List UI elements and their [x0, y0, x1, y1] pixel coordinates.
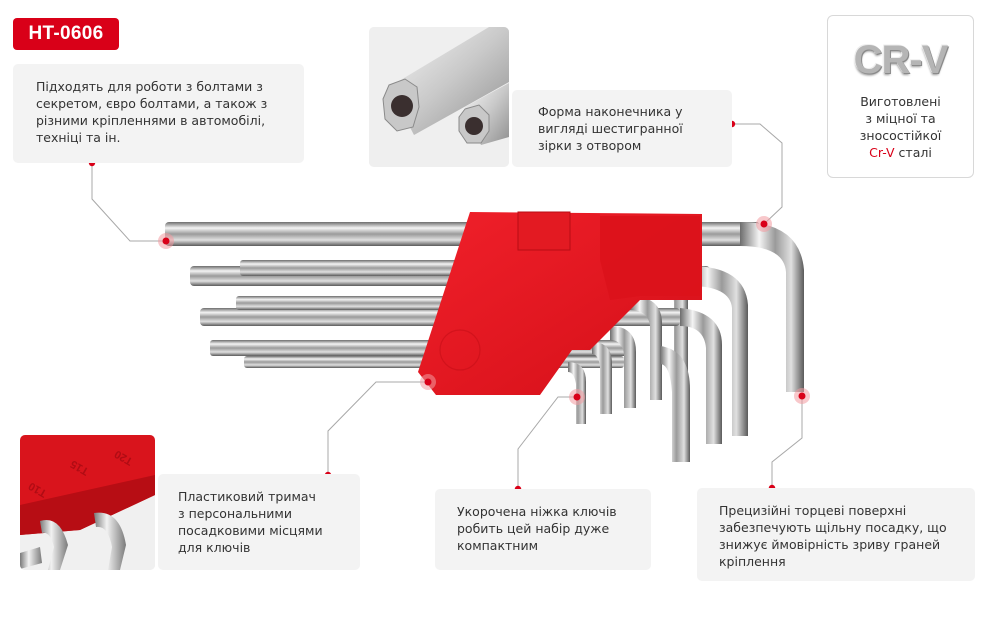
plastic-holder — [418, 211, 702, 395]
crv-logo: CR-V — [853, 38, 949, 82]
feature-card-usage: Підходять для роботи з болтами з секрето… — [13, 64, 304, 163]
feature-text-line: різними кріпленнями в автомобілі, — [36, 113, 266, 128]
feature-card-holder: Пластиковий тримач з персональними посад… — [158, 474, 360, 570]
feature-text-line: компактним — [457, 538, 539, 553]
feature-card-precision: Прецизійні торцеві поверхні забезпечують… — [697, 488, 975, 581]
model-badge: HT-0606 — [13, 18, 119, 50]
feature-text-line: техніці та ін. — [36, 130, 121, 145]
feature-text-line: кріплення — [719, 554, 786, 569]
tip-closeup-photo — [369, 27, 509, 167]
material-card-crv: CR-V Виготовлені з міцної та зносостійко… — [827, 15, 974, 178]
crv-highlight: Cr-V — [869, 145, 895, 160]
material-text-line: Виготовлені — [860, 94, 941, 109]
feature-text-line: знижує ймовірність зриву граней — [719, 537, 941, 552]
feature-text-line: Укорочена ніжка ключів — [457, 504, 617, 519]
feature-card-tip-shape: Форма наконечника у вигляді шестигранної… — [512, 90, 732, 167]
callout-connectors — [91, 123, 803, 489]
feature-text-line: робить цей набір дуже — [457, 521, 610, 536]
feature-text-line: вигляді шестигранної — [538, 121, 683, 136]
material-text-line: з міцної та — [865, 111, 936, 126]
feature-card-short-leg: Укорочена ніжка ключів робить цей набір … — [435, 489, 651, 570]
feature-text-line: Прецизійні торцеві поверхні — [719, 503, 907, 518]
holder-closeup-photo: T10 T15 T20 — [20, 435, 155, 570]
feature-text-line: Підходять для роботи з болтами з — [36, 79, 263, 94]
feature-text-line: секретом, євро болтами, а також з — [36, 96, 268, 111]
material-text-line: зносостійкої — [859, 128, 942, 143]
material-suffix: сталі — [894, 145, 932, 160]
feature-text-line: з персональними — [178, 506, 292, 521]
material-text: Виготовлені з міцної та зносостійкої Cr-… — [828, 93, 973, 161]
material-text-line: Cr-V сталі — [828, 144, 973, 161]
feature-text-line: забезпечують щільну посадку, що — [719, 520, 947, 535]
feature-text-line: Пластиковий тримач — [178, 489, 316, 504]
feature-text-line: зірки з отвором — [538, 138, 642, 153]
feature-text-line: посадковими місцями — [178, 523, 323, 538]
feature-text-line: для ключів — [178, 540, 251, 555]
feature-text-line: Форма наконечника у — [538, 104, 683, 119]
